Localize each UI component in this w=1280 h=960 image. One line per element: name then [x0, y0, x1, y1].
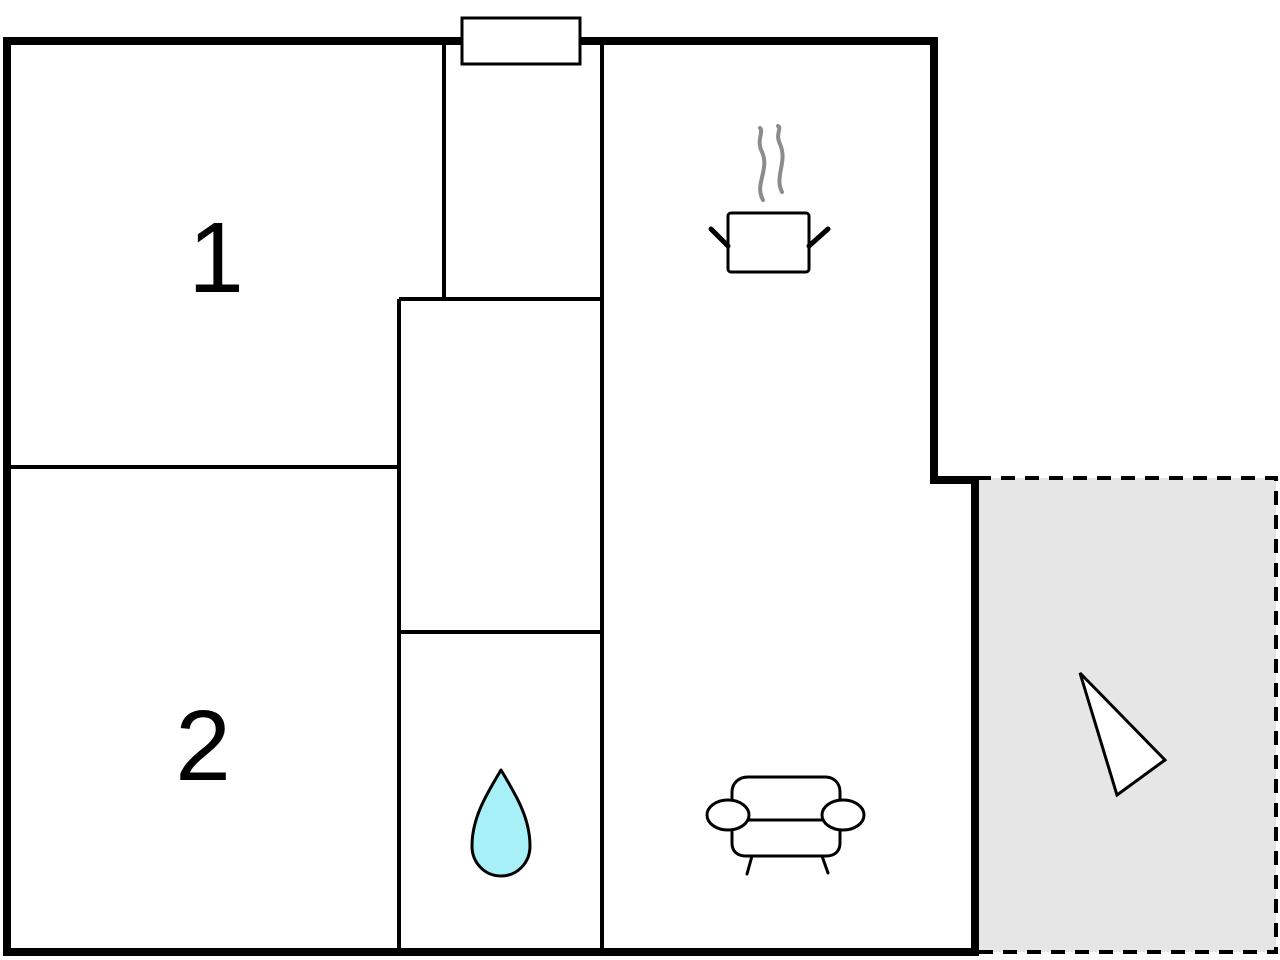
terrace-area — [975, 476, 1278, 954]
water-drop-icon — [470, 768, 532, 878]
entrance-door — [460, 16, 582, 66]
armchair-icon — [705, 775, 866, 876]
cooking-pot-icon — [708, 124, 831, 274]
room-number-1: 1 — [188, 202, 244, 314]
sunshade-icon — [1078, 671, 1168, 798]
room-number-2: 2 — [175, 690, 231, 802]
interior-walls — [7, 41, 604, 952]
